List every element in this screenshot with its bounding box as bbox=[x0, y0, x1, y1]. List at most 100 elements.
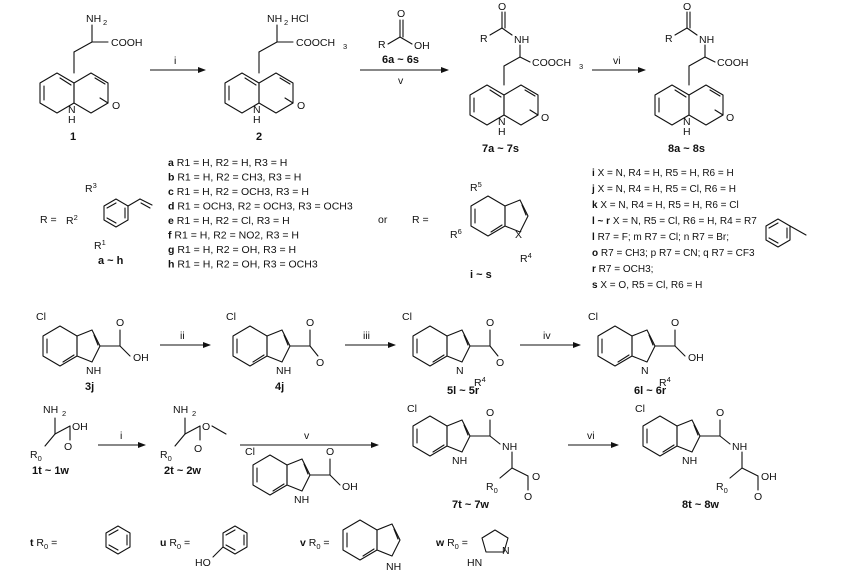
svg-text:3: 3 bbox=[579, 62, 583, 71]
compound-7-label: 7a ~ 7s bbox=[482, 143, 519, 155]
r0-u: u R0 = HO bbox=[160, 525, 248, 569]
svg-text:NH: NH bbox=[173, 404, 188, 416]
svg-text:NH: NH bbox=[276, 365, 291, 377]
svg-text:R5: R5 bbox=[470, 180, 482, 194]
svg-text:O: O bbox=[397, 8, 405, 20]
svg-text:NH: NH bbox=[732, 441, 747, 453]
svg-text:HN: HN bbox=[467, 557, 482, 569]
svg-text:O: O bbox=[486, 407, 494, 419]
or-label: or bbox=[378, 214, 388, 226]
substituent-entry: g R1 = H, R2 = OH, R3 = H bbox=[168, 244, 296, 256]
carbonyl-o-label: O bbox=[112, 100, 120, 112]
svg-text:OH: OH bbox=[414, 40, 430, 52]
svg-text:Cl: Cl bbox=[226, 311, 236, 323]
svg-text:OH: OH bbox=[342, 481, 358, 493]
indole-acid-reagent: Cl O OH NH bbox=[245, 446, 358, 506]
svg-text:O: O bbox=[716, 407, 724, 419]
svg-text:iv: iv bbox=[543, 330, 551, 342]
substituent-entry: h R1 = H, R2 = OH, R3 = OCH3 bbox=[168, 259, 318, 271]
substituent-entry: a R1 = H, R2 = H, R3 = H bbox=[168, 157, 287, 169]
compound-2t-label: 2t ~ 2w bbox=[164, 465, 201, 477]
substituent-entry: c R1 = H, R2 = OCH3, R3 = H bbox=[168, 186, 309, 198]
svg-text:H: H bbox=[253, 114, 261, 126]
step-v: v bbox=[398, 75, 404, 87]
compound-3j-label: 3j bbox=[85, 381, 94, 393]
svg-text:OH: OH bbox=[688, 352, 704, 364]
r-equals-2: R = bbox=[412, 214, 429, 226]
compound-7t: Cl O NH O O R0 NH 7t ~ 7w bbox=[407, 403, 540, 511]
substituent-entry: f R1 = H, R2 = NO2, R3 = H bbox=[168, 230, 299, 242]
svg-text:R3: R3 bbox=[85, 181, 97, 195]
svg-text:Cl: Cl bbox=[245, 446, 255, 458]
svg-text:NH: NH bbox=[502, 441, 517, 453]
svg-text:N: N bbox=[683, 116, 691, 128]
svg-text:R0: R0 bbox=[30, 449, 42, 463]
svg-text:w R0 =: w R0 = bbox=[435, 537, 468, 551]
compound-7t-label: 7t ~ 7w bbox=[452, 499, 489, 511]
compound-8-label: 8a ~ 8s bbox=[668, 143, 705, 155]
n-label: N bbox=[68, 104, 76, 116]
compound-2t: NH 2 O O R0 2t ~ 2w bbox=[160, 404, 227, 477]
svg-text:OH: OH bbox=[761, 471, 777, 483]
svg-text:O: O bbox=[671, 317, 679, 329]
compound-2-label: 2 bbox=[256, 131, 262, 143]
substituent-entry: r R7 = OCH3; bbox=[592, 264, 653, 275]
reagent-label: 6a ~ 6s bbox=[382, 54, 419, 66]
substituent-entry: b R1 = H, R2 = CH3, R3 = H bbox=[168, 172, 301, 184]
step-vi: vi bbox=[613, 55, 621, 67]
svg-text:ii: ii bbox=[180, 330, 185, 342]
svg-text:HO: HO bbox=[195, 557, 211, 569]
compound-8: COOH NH O R O N H 8a ~ 8s bbox=[654, 1, 749, 155]
svg-text:iii: iii bbox=[363, 330, 370, 342]
svg-text:R4: R4 bbox=[474, 375, 486, 389]
svg-text:N: N bbox=[641, 365, 649, 377]
svg-text:O: O bbox=[532, 471, 540, 483]
svg-text:2: 2 bbox=[192, 409, 196, 418]
ah-label: a ~ h bbox=[98, 255, 124, 267]
svg-text:NH: NH bbox=[43, 404, 58, 416]
svg-text:Cl: Cl bbox=[635, 403, 645, 415]
compound-5: Cl O O N R4 5l ~ 5r bbox=[402, 311, 504, 397]
svg-text:R: R bbox=[480, 33, 488, 45]
compound-1t: NH 2 OH O R0 1t ~ 1w bbox=[30, 404, 88, 477]
svg-text:N: N bbox=[456, 365, 464, 377]
svg-text:NH: NH bbox=[294, 494, 309, 506]
svg-text:H: H bbox=[683, 126, 691, 138]
svg-text:R: R bbox=[665, 33, 673, 45]
svg-text:Cl: Cl bbox=[36, 311, 46, 323]
nh-label: H bbox=[68, 114, 76, 126]
svg-text:N: N bbox=[253, 104, 261, 116]
svg-text:N: N bbox=[502, 545, 510, 557]
compound-1t-label: 1t ~ 1w bbox=[32, 465, 69, 477]
svg-text:COOH: COOH bbox=[717, 57, 749, 69]
compound-6: Cl O OH N R4 6l ~ 6r bbox=[588, 311, 704, 397]
svg-text:NH: NH bbox=[514, 34, 529, 46]
svg-text:O: O bbox=[486, 317, 494, 329]
svg-text:Cl: Cl bbox=[407, 403, 417, 415]
ah-substituent-list: a R1 = H, R2 = H, R3 = H b R1 = H, R2 = C… bbox=[168, 157, 353, 271]
svg-text:O: O bbox=[202, 421, 210, 433]
svg-text:R: R bbox=[378, 39, 386, 51]
substituent-entry: s X = O, R5 = Cl, R6 = H bbox=[592, 280, 702, 291]
svg-text:u R0 =: u R0 = bbox=[160, 537, 190, 551]
svg-text:R0: R0 bbox=[486, 481, 498, 495]
svg-text:R0: R0 bbox=[716, 481, 728, 495]
svg-text:N: N bbox=[498, 116, 506, 128]
substituent-entry: l R7 = F; m R7 = Cl; n R7 = Br; bbox=[592, 232, 729, 243]
compound-8t-label: 8t ~ 8w bbox=[682, 499, 719, 511]
svg-text:O: O bbox=[297, 100, 305, 112]
indole-fragment: R5 R6 X R4 i ~ s bbox=[450, 180, 532, 281]
svg-text:O: O bbox=[683, 1, 691, 13]
svg-text:2: 2 bbox=[62, 409, 66, 418]
svg-text:R4: R4 bbox=[659, 375, 671, 389]
svg-text:O: O bbox=[726, 112, 734, 124]
compound-2: NH 2 HCl COOCH 3 O N H 2 bbox=[224, 13, 347, 143]
svg-text:NH: NH bbox=[682, 455, 697, 467]
compound-7: COOCH 3 NH O R O N H 7a ~ 7s bbox=[469, 1, 583, 155]
svg-text:O: O bbox=[496, 357, 504, 369]
svg-text:X: X bbox=[515, 229, 522, 241]
svg-text:COOCH: COOCH bbox=[296, 37, 335, 49]
compound-1-label: 1 bbox=[70, 131, 76, 143]
svg-text:R2: R2 bbox=[66, 213, 78, 227]
